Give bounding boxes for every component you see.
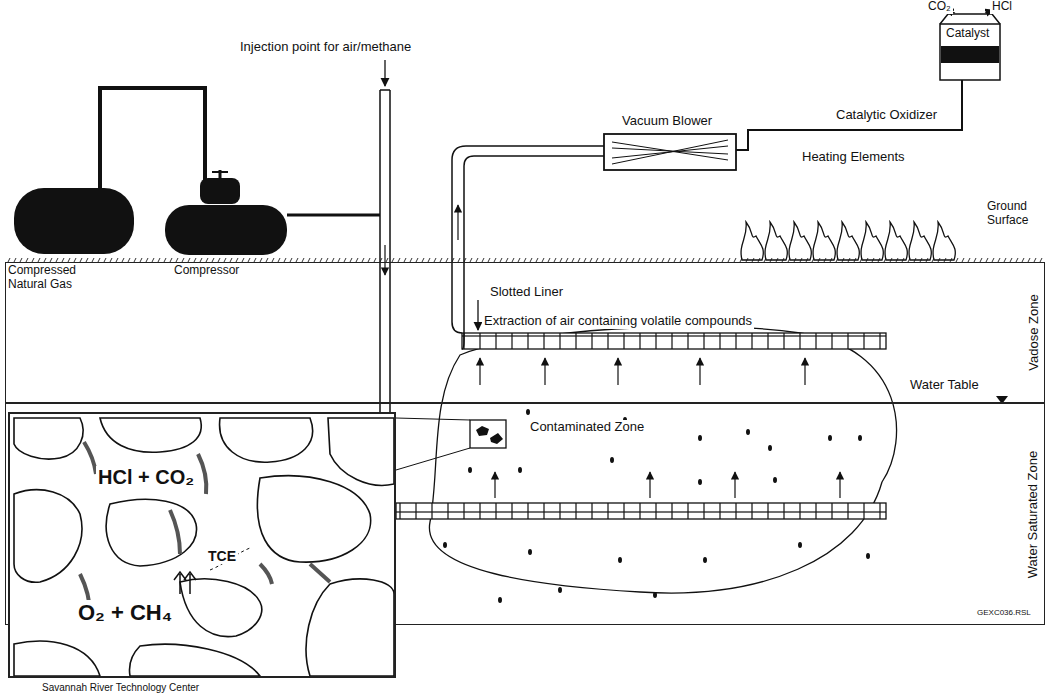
- vadose-zone-band: Vadose Zone: [5, 262, 1045, 403]
- zone-label: Contaminated Zone: [528, 420, 646, 435]
- heating-elements: [741, 222, 955, 260]
- inset-source: [470, 420, 506, 448]
- product-label: CO₂: [926, 0, 953, 14]
- gas-line: [100, 88, 205, 188]
- chemistry-label: TCE: [206, 548, 238, 564]
- catalyst-housing: [940, 24, 1000, 80]
- part-label: Compressor: [172, 264, 241, 278]
- chemistry-label: O₂ + CH₄: [76, 600, 174, 626]
- zone-label: Water Saturated Zone: [1026, 448, 1041, 579]
- part-label: Heating Elements: [800, 150, 907, 165]
- part-label: Injection point for air/methane: [238, 40, 413, 55]
- oxidizer-pipe: [736, 80, 962, 150]
- compressor-tank: [165, 205, 287, 255]
- part-label: Catalyst: [944, 27, 991, 41]
- vacuum-blower: [604, 134, 736, 170]
- gas-tank: [14, 188, 134, 254]
- part-label: Catalytic Oxidizer: [834, 108, 939, 123]
- soil-grains: [10, 414, 396, 678]
- part-label: Compressed Natural Gas: [6, 264, 106, 292]
- lower-slotted-liner: [396, 503, 886, 519]
- part-label: Slotted Liner: [488, 285, 565, 300]
- file-code: GEXC036.RSL: [975, 608, 1033, 617]
- part-label: Extraction of air containing volatile co…: [482, 314, 754, 329]
- compressor-outlet: [287, 214, 380, 217]
- part-label: Ground Surface: [985, 200, 1045, 228]
- product-label: HCl: [990, 0, 1014, 14]
- credit-label: Savannah River Technology Center: [40, 682, 201, 694]
- zone-label: Vadose Zone: [1026, 292, 1041, 372]
- contaminated-zone-outline: [429, 326, 896, 593]
- part-label: Vacuum Blower: [620, 114, 714, 129]
- compressor-motor: [200, 178, 240, 204]
- upper-slotted-liner: [462, 333, 886, 349]
- pore-scale-inset: HCl + CO₂ TCE O₂ + CH₄: [8, 412, 396, 678]
- part-label: Water Table: [908, 378, 981, 393]
- chemistry-label: HCl + CO₂: [96, 466, 196, 489]
- catalyst-bed: [941, 46, 999, 63]
